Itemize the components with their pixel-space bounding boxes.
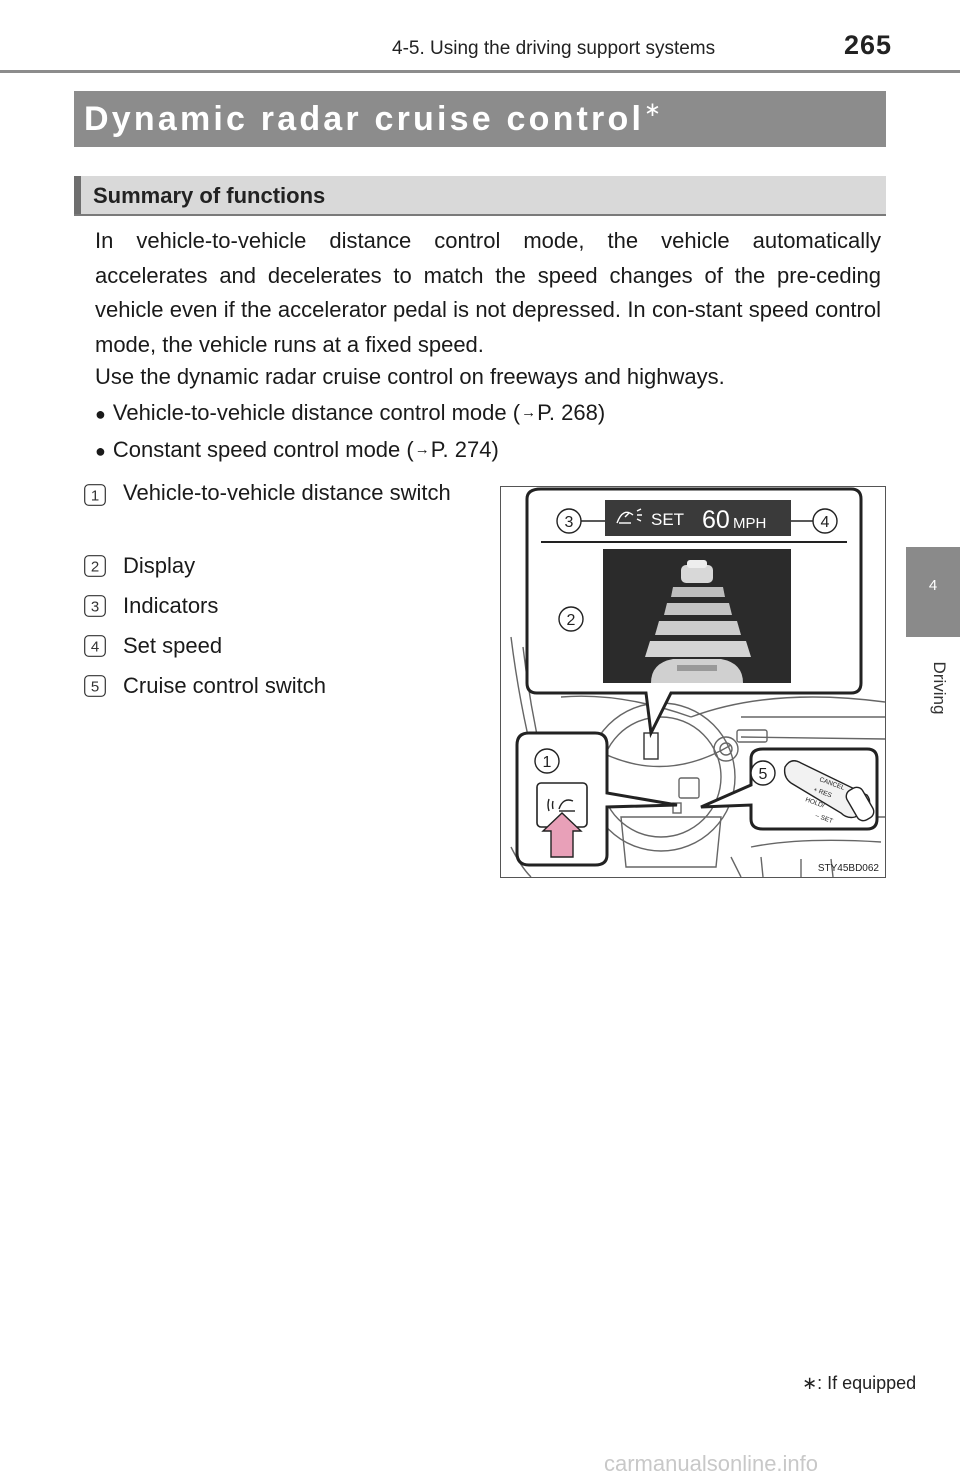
svg-text:1: 1 (91, 488, 99, 505)
footnote-text: : If equipped (817, 1373, 917, 1393)
legend-label: Indicators (123, 593, 219, 618)
cluster-display (643, 732, 659, 760)
footnote: ∗: If equipped (802, 1373, 916, 1394)
callout-1-badge: 1 (534, 748, 560, 774)
chapter-label-wrap: Driving (930, 650, 950, 730)
callout-5-badge: 5 (750, 760, 776, 786)
preceding-vehicle-icon (681, 560, 713, 583)
page-title: Dynamic radar cruise control∗ (84, 97, 661, 139)
svg-text:3: 3 (91, 599, 99, 616)
page-number: 265 (844, 30, 893, 60)
legend-label: Vehicle-to-vehicle distance switch (123, 480, 451, 505)
usage-paragraph: Use the dynamic radar cruise control on … (95, 364, 725, 389)
road-bars (645, 587, 751, 657)
svg-text:4: 4 (821, 514, 830, 531)
radar-cruise-icon (616, 508, 642, 524)
number-badge-icon: 2 (84, 555, 106, 577)
legend-label: Cruise control switch (123, 673, 326, 698)
number-badge-icon: 5 (84, 675, 106, 697)
set-speed-value: 60 (702, 506, 730, 534)
indicator-bar (605, 500, 791, 536)
cockpit-illustration: SET 60 MPH 3 4 2 (500, 486, 886, 878)
svg-text:5: 5 (91, 679, 99, 696)
svg-text:2: 2 (567, 612, 576, 629)
page-ref-link[interactable]: P. 268) (537, 400, 606, 425)
chapter-number: 4 (928, 577, 938, 594)
svg-text:2: 2 (91, 559, 99, 576)
arrow-right-icon: → (521, 404, 537, 421)
bullet-text: Vehicle-to-vehicle distance control mode… (112, 400, 521, 425)
svg-text:1: 1 (543, 754, 552, 771)
chapter-tab[interactable]: 4 (906, 547, 960, 637)
legend-label: Set speed (123, 633, 223, 658)
bullet-dot-icon: ● (95, 404, 106, 424)
bullet-text: Constant speed control mode ( (112, 437, 414, 462)
set-indicator: SET (651, 510, 684, 529)
distance-switch-icon (547, 798, 575, 812)
arrow-right-icon: → (414, 441, 430, 458)
footnote-mark: ∗ (802, 1373, 818, 1393)
subheading-bar: Summary of functions (74, 176, 886, 216)
callout-4-badge: 4 (812, 508, 838, 534)
callout-3-badge: 3 (556, 508, 582, 534)
set-speed-unit: MPH (733, 515, 766, 532)
number-badge-icon: 4 (84, 635, 106, 657)
press-arrow-icon (541, 812, 583, 858)
number-badge-icon: 3 (84, 595, 106, 617)
header-rule (0, 70, 960, 73)
callout-2-badge: 2 (558, 606, 584, 632)
page-title-text: Dynamic radar cruise control (84, 100, 645, 138)
section-title: 4-5. Using the driving support systems (392, 38, 716, 59)
chapter-label: Driving (930, 661, 949, 715)
intro-paragraph: In vehicle-to-vehicle distance control m… (95, 228, 881, 357)
subheading: Summary of functions (93, 183, 326, 208)
bullet-item: ● Constant speed control mode (→P. 274) (95, 437, 499, 463)
page-ref-link[interactable]: P. 274) (430, 437, 499, 462)
watermark: carmanualsonline.info (604, 1451, 819, 1476)
svg-text:4: 4 (91, 639, 99, 656)
legend-label: Display (123, 553, 196, 578)
number-badge-icon: 1 (84, 484, 106, 506)
bullet-dot-icon: ● (95, 441, 106, 461)
figure-code: STY45BD062 (818, 863, 880, 874)
title-bar: Dynamic radar cruise control∗ (74, 91, 886, 147)
bullet-item: ● Vehicle-to-vehicle distance control mod… (95, 400, 605, 426)
svg-text:5: 5 (759, 766, 768, 783)
own-vehicle-icon (651, 659, 743, 683)
cruise-lever-icon (783, 760, 875, 822)
svg-text:3: 3 (565, 514, 574, 531)
equipped-mark: ∗ (644, 99, 661, 121)
